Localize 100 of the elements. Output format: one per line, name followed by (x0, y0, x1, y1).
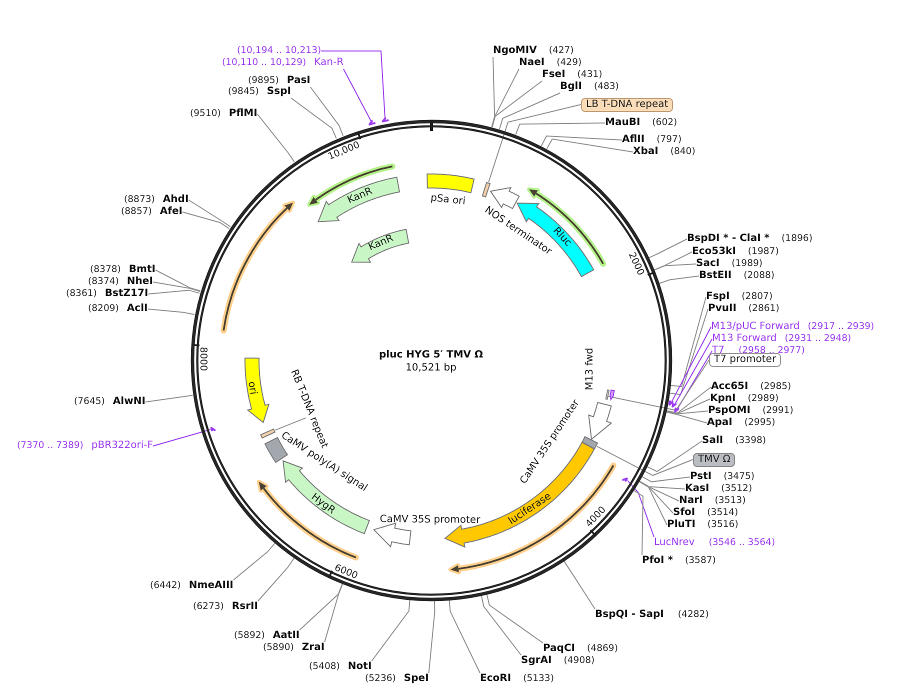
leader-line (232, 542, 276, 580)
cut-site-position: (5408) (309, 661, 340, 673)
leader-line (638, 480, 674, 514)
enzyme-name: AlwNI (112, 396, 146, 408)
cut-site-position: (3516) (707, 519, 738, 531)
leader-line (546, 138, 634, 152)
leader-line (492, 80, 542, 128)
enzyme-name: SacI (696, 258, 720, 270)
leader-line (638, 481, 668, 526)
leader-line (596, 446, 694, 476)
cut-site-position: (483) (594, 81, 619, 93)
cut-site-position: (8374) (88, 276, 119, 288)
enzyme-name: ZraI (302, 642, 325, 654)
enzyme-name: SpeI (404, 673, 429, 685)
leader-line (290, 98, 337, 140)
enzyme-name: SalI (702, 435, 724, 447)
enzyme-name: AhdI (162, 194, 189, 206)
leader-line (633, 490, 644, 556)
cut-site-position: (7645) (74, 396, 105, 408)
scale-label: 8000 (197, 347, 209, 372)
leader-line (492, 68, 520, 128)
feature-label: pSa ori (430, 192, 466, 208)
cut-site-position: (8857) (121, 206, 152, 218)
feature-tag: LB T-DNA repeat (581, 98, 674, 112)
enzyme-name: PluTI (667, 519, 696, 531)
enzyme-name: SspI (266, 86, 291, 98)
leader-line (448, 600, 480, 674)
enzyme-name: PaqCI (543, 643, 576, 655)
cut-site-position: (3513) (714, 495, 746, 507)
leader-line (670, 296, 706, 388)
enzyme-name: BspQI - SapI (595, 609, 664, 621)
cut-site-position: (4869) (587, 643, 618, 655)
cut-site-position: (5890) (263, 642, 294, 654)
primer-position: (2958 .. 2977) (738, 345, 805, 356)
leader-line (188, 200, 231, 228)
plasmid-size: 10,521 bp (406, 362, 456, 374)
cut-site-position: (5892) (234, 630, 265, 642)
cut-site-position: (6273) (193, 601, 224, 613)
enzyme-name: AatII (272, 630, 300, 642)
enzyme-name: PasI (286, 75, 310, 86)
enzyme-name: KpnI (710, 393, 736, 405)
cut-site-position: (840) (670, 146, 696, 158)
enzyme-name: NaeI (519, 57, 545, 69)
leader-line (343, 68, 372, 123)
leader-line (486, 594, 544, 644)
feature-tag: TMV Ω (693, 452, 736, 466)
leader-line (666, 398, 710, 414)
leader-line (654, 264, 696, 270)
primer-name: LucNrev (654, 537, 695, 549)
primer-name: M13 Forward (712, 333, 777, 345)
cut-site-position: (1987) (748, 246, 779, 258)
leader-line (488, 104, 582, 183)
leader-line (670, 326, 712, 404)
feature-label: CaMV 35S promoter (379, 514, 480, 526)
primer-position: (2917 .. 2939) (808, 321, 874, 333)
plasmid-name: pluc HYG 5′ TMV Ω (379, 350, 483, 360)
leader-line (638, 480, 680, 502)
cut-site-position: (3512) (721, 483, 752, 495)
feature-label: KanR (367, 233, 396, 254)
cut-site-position: (9895) (248, 75, 279, 86)
leader-line (499, 92, 560, 130)
enzyme-name: PflMI (228, 108, 258, 120)
enzyme-name: BstEII (699, 270, 732, 282)
leader-line (627, 480, 654, 538)
leader-line (428, 600, 436, 674)
cut-site-position: (2088) (744, 270, 775, 282)
leader-line (666, 410, 708, 414)
cut-site-position: (5236) (365, 673, 396, 685)
enzyme-name: NgoMIV (493, 45, 537, 57)
leader-line (144, 394, 194, 402)
enzyme-name: NmeAIII (188, 580, 234, 592)
leader-line (147, 308, 195, 315)
enzyme-name: NheI (126, 276, 153, 288)
enzyme-name: NarI (679, 495, 703, 507)
leader-line (152, 429, 211, 446)
enzyme-name: NotI (348, 661, 372, 673)
enzyme-name: PvuII (708, 303, 736, 315)
cut-site-position: (4282) (678, 609, 709, 621)
enzyme-name: Acc65I (711, 381, 748, 393)
leader-line (371, 599, 410, 662)
leader-line (310, 86, 344, 136)
cut-site-position: (602) (652, 117, 678, 129)
enzyme-name: KasI (685, 483, 710, 495)
leader-line (666, 412, 708, 424)
leader-line (480, 595, 522, 656)
enzyme-name: XbaI (633, 146, 658, 158)
leader-line (182, 212, 230, 230)
leader-line (515, 122, 606, 136)
primer-name: pBR322ori-F (91, 440, 154, 452)
leader-line (274, 417, 306, 431)
enzyme-name: BspDI * - ClaI * (687, 233, 770, 245)
cut-site-position: (8361) (66, 288, 97, 300)
leader-line (491, 56, 496, 128)
cut-site-position: (1989) (732, 258, 763, 270)
enzyme-name: FseI (542, 69, 566, 81)
cut-site-position: (2861) (748, 303, 780, 315)
enzyme-name: AclI (126, 303, 148, 315)
leader-line (324, 584, 344, 642)
primer-position: (7370 .. 7389) (17, 440, 84, 452)
enzyme-name: SgrAI (521, 655, 552, 667)
